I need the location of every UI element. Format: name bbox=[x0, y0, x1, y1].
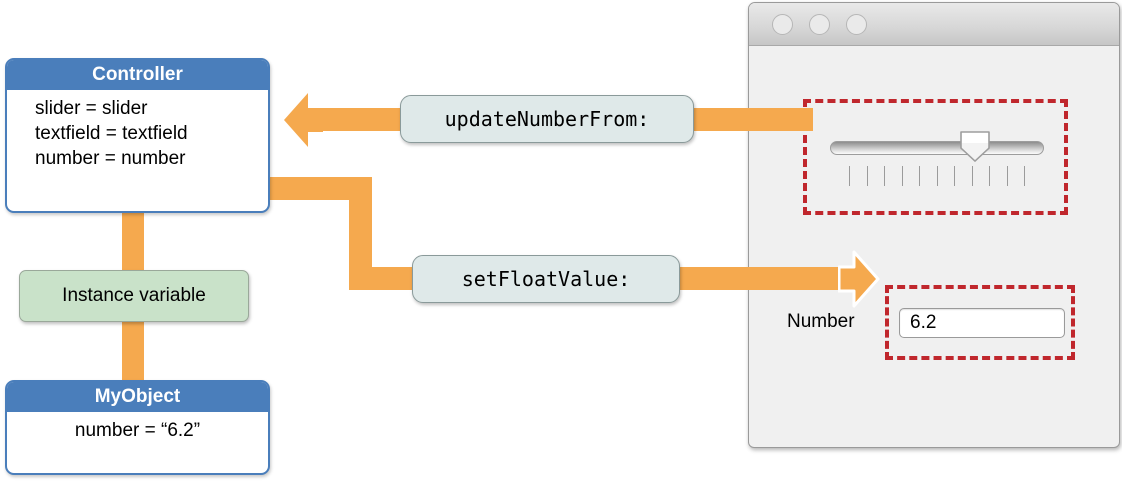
tick bbox=[919, 166, 920, 186]
slider-tick-marks bbox=[849, 166, 1025, 186]
update-arrow-shaft-left bbox=[310, 108, 410, 131]
controller-line: textfield = textfield bbox=[35, 123, 188, 144]
myobject-line: number = “6.2” bbox=[74, 420, 201, 441]
tick bbox=[849, 166, 850, 186]
controller-title: Controller bbox=[7, 60, 268, 90]
tick bbox=[1006, 166, 1008, 186]
setfloat-connector-horizontal-top bbox=[266, 177, 372, 200]
controller-body: slider = slider textfield = textfield nu… bbox=[7, 90, 268, 177]
tick bbox=[936, 166, 938, 186]
myobject-body: number = “6.2” bbox=[7, 412, 268, 449]
tick bbox=[866, 166, 868, 186]
slider-thumb-icon bbox=[960, 131, 990, 162]
slider-thumb[interactable] bbox=[958, 129, 992, 163]
number-field-highlight-box bbox=[885, 285, 1075, 360]
tick bbox=[989, 166, 990, 186]
setfloat-connector-vertical bbox=[349, 177, 372, 290]
mac-window bbox=[748, 2, 1120, 448]
tick bbox=[971, 166, 973, 186]
update-arrow-head bbox=[282, 91, 324, 154]
arrow-right-icon bbox=[837, 250, 880, 308]
setfloat-arrow-head bbox=[837, 250, 880, 313]
slider-track[interactable] bbox=[830, 141, 1044, 155]
zoom-dot-icon[interactable] bbox=[846, 14, 867, 35]
controller-line: number = number bbox=[35, 148, 186, 169]
arrow-left-icon bbox=[284, 93, 323, 147]
message-update-number-from[interactable]: updateNumberFrom: bbox=[400, 95, 694, 143]
window-titlebar[interactable] bbox=[749, 3, 1119, 46]
number-field-label: Number bbox=[787, 311, 855, 332]
controller-box: Controller slider = slider textfield = t… bbox=[5, 58, 270, 213]
setfloat-arrow-shaft bbox=[660, 267, 850, 290]
close-dot-icon[interactable] bbox=[772, 14, 793, 35]
tick bbox=[901, 166, 903, 186]
update-arrow-shaft-right bbox=[688, 108, 813, 131]
tick bbox=[884, 166, 885, 186]
tick bbox=[1024, 166, 1025, 186]
myobject-box: MyObject number = “6.2” bbox=[5, 380, 270, 475]
myobject-title: MyObject bbox=[7, 382, 268, 412]
instance-variable-box: Instance variable bbox=[19, 270, 249, 322]
slider-highlight-box bbox=[803, 99, 1068, 215]
minimize-dot-icon[interactable] bbox=[809, 14, 830, 35]
tick bbox=[954, 166, 955, 186]
message-set-float-value[interactable]: setFloatValue: bbox=[412, 255, 680, 303]
controller-line: slider = slider bbox=[35, 98, 148, 119]
number-text-field[interactable]: 6.2 bbox=[899, 308, 1065, 338]
